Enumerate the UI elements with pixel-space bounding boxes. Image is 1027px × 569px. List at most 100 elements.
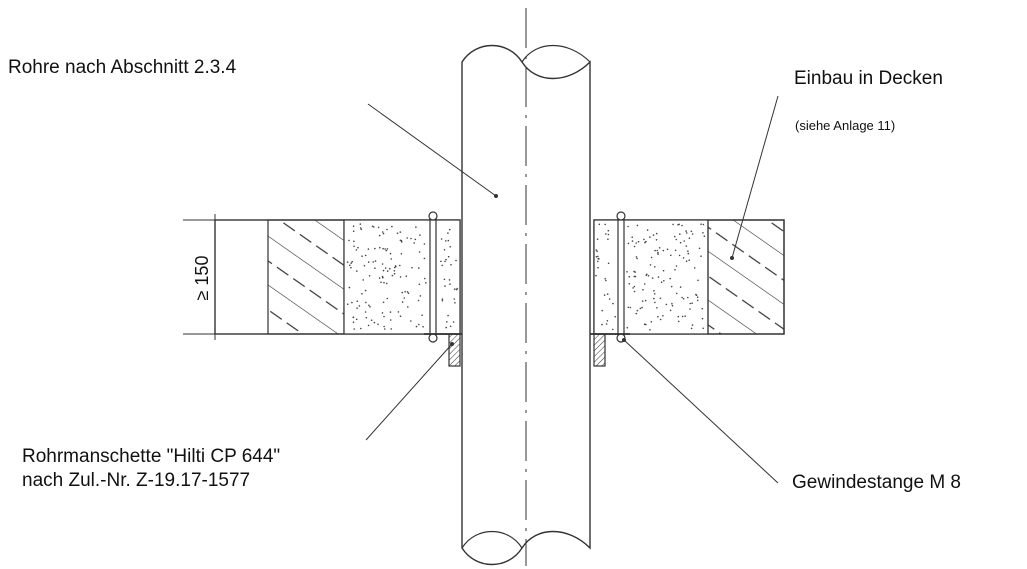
stipple-dot <box>681 224 683 227</box>
stipple-dot <box>418 251 421 253</box>
label-ceiling-reference: (siehe Anlage 11) <box>795 118 896 133</box>
stipple-dot <box>685 245 688 247</box>
stipple-dot <box>423 257 426 260</box>
stipple-dot <box>685 230 687 232</box>
stipple-dot <box>597 260 599 263</box>
stipple-dot <box>607 262 610 265</box>
stipple-dot <box>691 233 694 235</box>
stipple-dot <box>631 240 634 242</box>
stipple-dot <box>633 270 635 273</box>
stipple-dot <box>597 258 600 260</box>
stipple-dot <box>399 264 401 267</box>
stipple-dot <box>652 234 655 236</box>
stipple-dot <box>351 301 353 304</box>
stipple-dot <box>662 315 664 317</box>
stipple-dot <box>381 312 384 314</box>
stipple-dot <box>417 299 420 302</box>
label-collar-line2: nach Zul.-Nr. Z-19.17-1577 <box>22 470 251 491</box>
stipple-dot <box>446 321 448 323</box>
stipple-dot <box>674 268 676 271</box>
stipple-dot <box>654 249 656 252</box>
stipple-dot <box>406 291 409 293</box>
stipple-dot <box>453 298 456 300</box>
stipple-dot <box>389 311 392 313</box>
stipple-dot <box>635 242 637 244</box>
stipple-dot <box>348 239 350 242</box>
stipple-dot <box>393 272 396 275</box>
stipple-dot <box>605 323 608 325</box>
stipple-dot <box>633 245 636 248</box>
stipple-dot <box>415 226 417 228</box>
stipple-dot <box>679 233 681 235</box>
stipple-dot <box>456 287 459 290</box>
stipple-dot <box>373 321 376 324</box>
stipple-dot <box>681 315 684 318</box>
stipple-dot <box>360 327 362 330</box>
stipple-dot <box>682 257 685 259</box>
stipple-dot <box>646 229 649 231</box>
stipple-dot <box>598 223 601 226</box>
thickness-dimension <box>183 214 216 340</box>
stipple-dot <box>670 254 672 257</box>
stipple-dot <box>670 285 673 288</box>
stipple-dot <box>675 265 678 267</box>
stipple-dot <box>397 311 400 313</box>
stipple-dot <box>356 270 358 272</box>
stipple-dot <box>351 260 354 263</box>
stipple-dot <box>607 233 610 236</box>
stipple-dot <box>360 228 363 231</box>
stipple-dot <box>688 237 691 239</box>
stipple-dot <box>355 318 358 321</box>
stipple-dot <box>695 293 697 296</box>
stipple-dot <box>353 328 356 330</box>
stipple-dot <box>636 309 639 312</box>
stipple-dot <box>383 281 385 284</box>
stipple-dot <box>701 317 704 320</box>
stipple-dot <box>626 271 628 273</box>
stipple-dot <box>700 255 702 257</box>
stipple-dot <box>382 269 385 272</box>
stipple-dot <box>450 263 452 266</box>
stipple-dot <box>361 292 363 295</box>
stipple-dot <box>644 299 647 302</box>
stipple-dot <box>702 223 705 226</box>
stipple-dot <box>702 232 704 234</box>
stipple-dot <box>604 223 606 226</box>
leader-ceiling <box>731 95 779 259</box>
stipple-dot <box>357 246 359 249</box>
stipple-dot <box>636 224 639 227</box>
stipple-dot <box>660 281 663 284</box>
stipple-dot <box>665 303 668 306</box>
stipple-dot <box>444 260 446 263</box>
stipple-dot <box>603 294 606 296</box>
stipple-dot <box>607 229 610 232</box>
leader-lines <box>365 95 779 484</box>
leader-collar <box>365 343 453 441</box>
stipple-dot <box>418 323 420 326</box>
stipple-dot <box>629 306 632 309</box>
stipple-dot <box>644 241 646 244</box>
stipple-dot <box>353 240 355 243</box>
stipple-dot <box>391 274 394 277</box>
ceiling-slab-left <box>214 219 461 335</box>
stipple-dot <box>689 302 691 305</box>
stipple-dot <box>627 225 629 228</box>
rod-nut-bottom-left <box>428 333 438 343</box>
stipple-dot <box>364 254 367 257</box>
stipple-dot <box>391 225 393 228</box>
stipple-dot <box>449 325 452 328</box>
stipple-dot <box>663 280 665 282</box>
stipple-dot <box>690 327 693 330</box>
stipple-dot <box>635 312 638 315</box>
stipple-dot <box>393 266 396 269</box>
pipe-collar <box>424 333 630 367</box>
stipple-dot <box>595 255 598 258</box>
stipple-dot <box>656 307 658 309</box>
label-ceiling-installation: Einbau in Decken <box>794 68 943 89</box>
stipple-dot <box>390 328 393 330</box>
stipple-dot <box>696 296 699 299</box>
stipple-dot <box>368 304 370 307</box>
stipple-dot <box>453 288 456 290</box>
stipple-dot <box>612 302 614 305</box>
stipple-dot <box>632 287 634 289</box>
